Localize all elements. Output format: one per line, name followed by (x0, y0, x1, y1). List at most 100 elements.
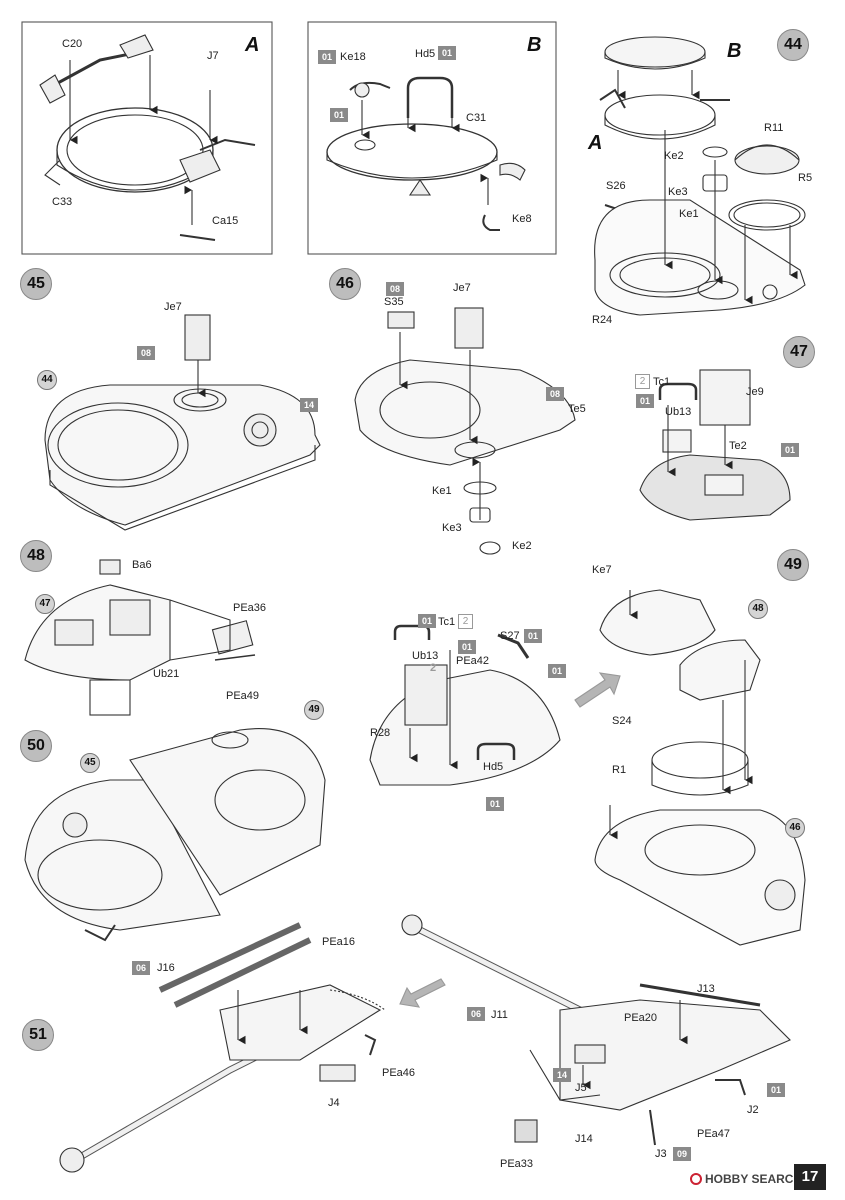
label-pea47: PEa47 (697, 1128, 731, 1140)
label-je9: Je9 (746, 386, 764, 398)
paint-08: 08 (546, 387, 564, 401)
label-pea36: PEa36 (233, 602, 267, 614)
watermark: HOBBY SEARCH (690, 1172, 802, 1186)
watermark-text: HOBBY SEARCH (705, 1172, 803, 1186)
paint-06: 06 (467, 1007, 485, 1021)
step-51-badge: 51 (22, 1019, 54, 1051)
label-ba6: Ba6 (132, 559, 152, 571)
paint-01: 01 (318, 50, 336, 64)
paint-09: 09 (673, 1147, 691, 1161)
label-te2: Te2 (729, 440, 747, 452)
step49-center-drawing (369, 624, 561, 786)
ref-48: 48 (748, 599, 768, 619)
step51-left-drawing (59, 922, 386, 1173)
label-je7: Je7 (164, 301, 182, 313)
label-r11: R11 (764, 122, 784, 134)
ref-47: 47 (35, 594, 55, 614)
label-s26: S26 (606, 180, 626, 192)
label-j7: J7 (207, 50, 219, 62)
panel-b-frame (307, 21, 557, 255)
step49-drawing (594, 589, 806, 946)
paint-01: 01 (524, 629, 542, 643)
paint-14: 14 (300, 398, 318, 412)
step47-drawing (639, 369, 791, 521)
label-ke1: Ke1 (679, 208, 699, 220)
step44-drawing (594, 36, 806, 316)
step51-right-drawing (401, 914, 791, 1146)
label-tc1: Tc1 (438, 616, 456, 628)
label-j13: J13 (697, 983, 715, 995)
label-r24: R24 (592, 314, 613, 326)
label-tc1: Tc1 (653, 376, 671, 388)
label-r5: R5 (798, 172, 813, 184)
paint-01: 01 (458, 640, 476, 654)
step-50-badge: 50 (20, 730, 52, 762)
paint-01: 01 (781, 443, 799, 457)
paint-01: 01 (486, 797, 504, 811)
step-46-badge: 46 (329, 268, 361, 300)
ref-46: 46 (785, 818, 805, 838)
label-j5: J5 (575, 1082, 587, 1094)
label-pea46: PEa46 (382, 1067, 416, 1079)
label-j4: J4 (328, 1097, 340, 1109)
paint-01: 01 (418, 614, 436, 628)
dup-qty-marker: 2 (430, 662, 437, 674)
panel-b-drawing (326, 76, 526, 231)
label-s35: S35 (384, 296, 404, 308)
label-ke3: Ke3 (668, 186, 688, 198)
step-44-badge: 44 (777, 29, 809, 61)
label-ke7: Ke7 (592, 564, 612, 576)
sub-b-ref: B (727, 40, 742, 62)
paint-01: 01 (548, 664, 566, 678)
transfer-arrow-1 (574, 672, 621, 708)
step50-drawing (24, 728, 326, 942)
label-ub13: Ub13 (665, 406, 692, 418)
step48-drawing (24, 559, 256, 716)
paint-14: 14 (553, 1068, 571, 1082)
label-je7: Je7 (453, 282, 471, 294)
paint-01: 01 (636, 394, 654, 408)
step-48-badge: 48 (20, 540, 52, 572)
label-j16: J16 (157, 962, 175, 974)
label-ub21: Ub21 (153, 668, 180, 680)
label-ke18: Ke18 (340, 51, 366, 63)
step-49-badge: 49 (777, 549, 809, 581)
label-ub13: Ub13 (412, 650, 439, 662)
ref-49: 49 (304, 700, 324, 720)
label-pea42: PEa42 (456, 655, 490, 667)
label-hd5: Hd5 (483, 761, 504, 773)
step45-drawing (44, 314, 321, 531)
paint-01: 01 (438, 46, 456, 60)
label-ke2: Ke2 (664, 150, 684, 162)
step46-drawing (354, 307, 576, 555)
label-c20: C20 (62, 38, 83, 50)
hobbysearch-logo-icon (690, 1173, 702, 1185)
label-pea33: PEa33 (500, 1158, 534, 1170)
transfer-arrow-2 (399, 978, 446, 1008)
label-j14: J14 (575, 1133, 593, 1145)
label-ke2: Ke2 (512, 540, 532, 552)
label-te5: Te5 (568, 403, 586, 415)
label-pea20: PEa20 (624, 1012, 658, 1024)
panel-a-drawing (39, 34, 256, 241)
ref-45: 45 (80, 753, 100, 773)
paint-08: 08 (386, 282, 404, 296)
label-c31: C31 (466, 112, 487, 124)
label-ca15: Ca15 (212, 215, 239, 227)
label-s27: S27 (500, 630, 520, 642)
label-pea49: PEa49 (226, 690, 260, 702)
paint-08: 08 (137, 346, 155, 360)
paint-01: 01 (330, 108, 348, 122)
paint-06: 06 (132, 961, 150, 975)
ref-44: 44 (37, 370, 57, 390)
page-number: 17 (794, 1164, 826, 1190)
label-s24: S24 (612, 715, 632, 727)
label-hd5: Hd5 (415, 48, 436, 60)
label-ke3: Ke3 (442, 522, 462, 534)
label-pea16: PEa16 (322, 936, 356, 948)
label-ke8: Ke8 (512, 213, 532, 225)
panel-a-title: A (245, 34, 260, 56)
step-47-badge: 47 (783, 336, 815, 368)
sub-a-ref: A (588, 132, 603, 154)
